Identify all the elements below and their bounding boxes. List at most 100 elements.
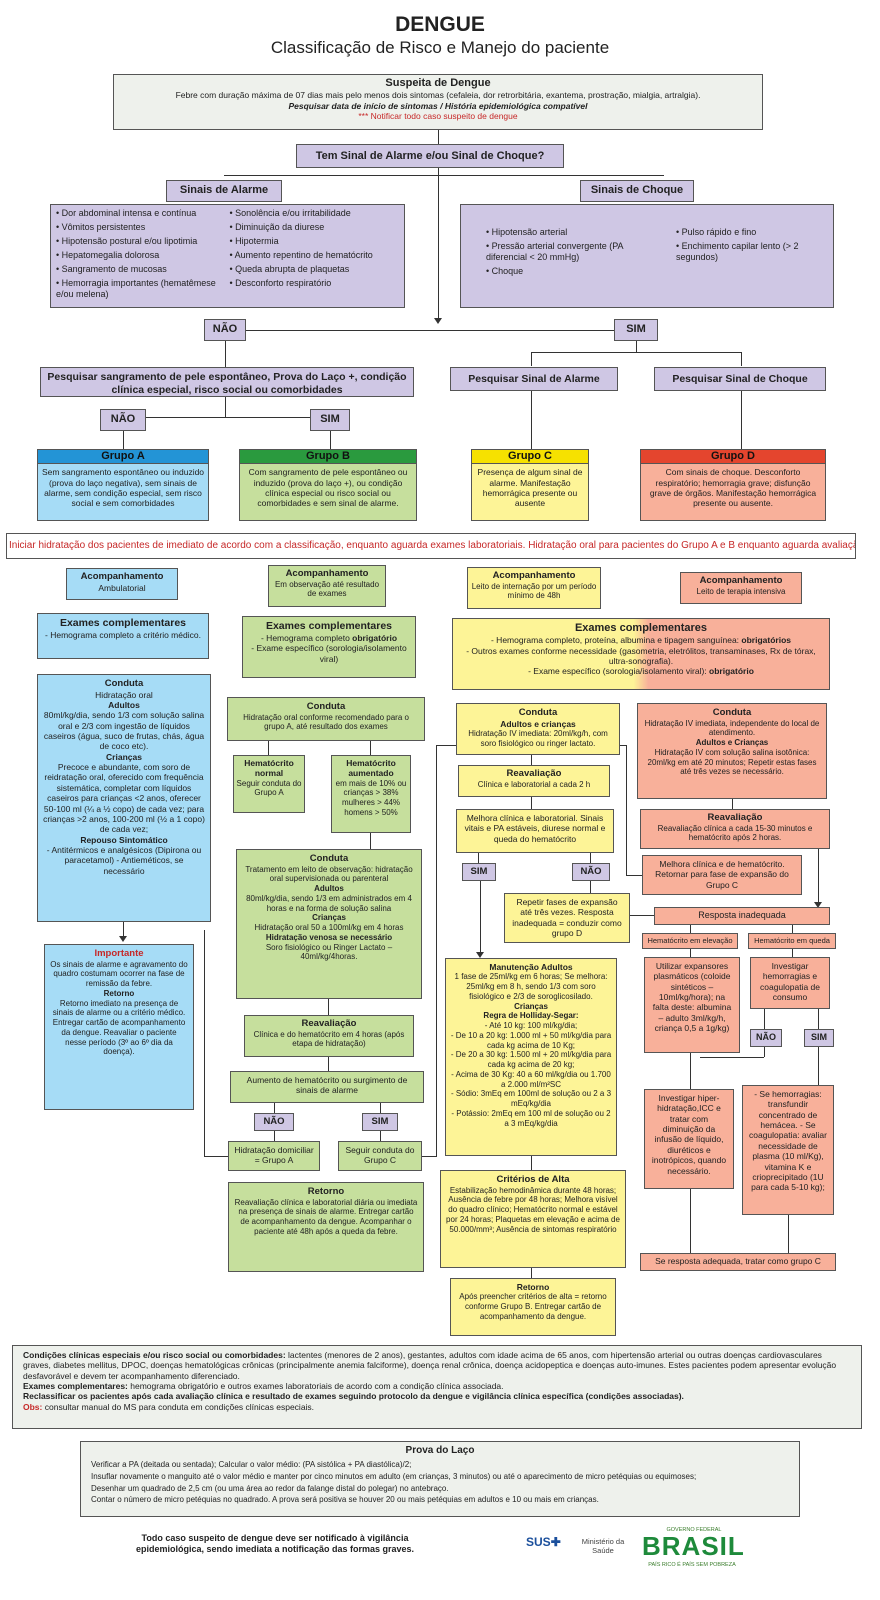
suspeita-box: Suspeita de Dengue Febre com duração máx… (113, 74, 763, 130)
manutencao-item: - De 10 a 20 kg: 1.000 ml + 50 ml/kg/dia… (450, 1030, 612, 1050)
conduta-d-h2: Adultos e Crianças (695, 738, 769, 748)
sinais-alarme-title: Sinais de Alarme (166, 180, 282, 202)
sinais-choque-box: Hipotensão arterialPressão arterial conv… (460, 204, 834, 308)
alarme-item: Queda abrupta de plaquetas (230, 264, 400, 275)
manutencao-title: Manutenção Adultos (489, 962, 573, 972)
choque-item: Hipotensão arterial (486, 227, 656, 238)
conduta-b-box: Conduta Hidratação oral conforme recomen… (227, 697, 425, 741)
seguir-c-box: Seguir conduta do Grupo C (338, 1141, 422, 1171)
conduta-c-t1: Hidratação IV imediata: 20ml/kg/h, com s… (468, 728, 608, 748)
criterios-alta-text: Estabilização hemodinâmica durante 48 ho… (446, 1185, 620, 1234)
nota3-bold: Reclassificar os pacientes após cada ava… (23, 1391, 684, 1402)
manutencao-item: - Acima de 30 Kg: 40 a 60 ml/kg/dia ou 1… (451, 1069, 611, 1089)
footer-note: Todo caso suspeito de dengue deve ser no… (135, 1533, 415, 1554)
conduta-d-t1: Hidratação IV imediata, independente do … (644, 718, 820, 738)
nao-d-label: NÃO (750, 1029, 782, 1047)
prova-laco-line: Insuflar novamente o manguito até o valo… (91, 1471, 697, 1481)
choque-item: Choque (486, 266, 656, 277)
exames-cd-title: Exames complementares (574, 622, 708, 634)
retorno-b-title: Retorno (307, 1186, 345, 1197)
brasil-logo: BRASIL (642, 1531, 745, 1561)
grupo-a-text: Sem sangramento espontâneo ou induzido (… (41, 467, 205, 509)
exames-a-text: - Hemograma completo a critério médico. (45, 629, 201, 640)
conduta-b2-t2: 80ml/kg/dia, sendo 1/3 em administrados … (246, 893, 412, 913)
manutencao-h3: Regra de Holliday-Segar: (483, 1011, 579, 1021)
conduta-a-h4: Repouso Sintomático (80, 834, 168, 845)
manutencao-t1: 1 fase de 25ml/kg em 6 horas; Se melhora… (454, 972, 608, 1001)
prova-laco-line: Desenhar um quadrado de 2,5 cm (ou uma á… (91, 1483, 449, 1493)
sus-text: SUS (526, 1535, 551, 1549)
pesquisar-choque-box: Pesquisar Sinal de Choque (654, 367, 826, 391)
grupo-c-title: Grupo C (472, 450, 588, 465)
question-box: Tem Sinal de Alarme e/ou Sinal de Choque… (296, 144, 564, 168)
acomp-a-text: Ambulatorial (98, 582, 146, 593)
sim-c-label: SIM (462, 863, 496, 881)
exames-b-l1-bold: obrigatório (352, 632, 398, 643)
exames-b-title: Exames complementares (265, 620, 393, 632)
exames-cd-l1: - Hemograma completo, proteína, albumina… (490, 635, 742, 646)
prova-laco-title: Prova do Laço (405, 1445, 475, 1456)
reav-d-text: Reavaliação clínica a cada 15-30 minutos… (657, 823, 813, 843)
melhora-c-box: Melhora clínica e laboratorial. Sinais v… (456, 809, 614, 853)
conduta-b-text: Hidratação oral conforme recomendado par… (243, 712, 409, 732)
prova-laco-line: Contar o número de micro petéquias no qu… (91, 1495, 599, 1505)
ht-normal-box: Hematócrito normal Seguir conduta do Gru… (233, 755, 305, 813)
conduta-a-box: Conduta Hidratação oral Adultos 80ml/kg/… (37, 674, 211, 922)
conduta-d-box: Conduta Hidratação IV imediata, independ… (637, 703, 827, 799)
conduta-a-h1: Hidratação oral (95, 689, 153, 700)
sus-cross-icon: ✚ (550, 1535, 561, 1549)
conduta-a-title: Conduta (104, 678, 144, 689)
retorno-c-title: Retorno (516, 1282, 550, 1292)
exames-a-box: Exames complementares - Hemograma comple… (37, 613, 209, 659)
suspeita-line3: *** Notificar todo caso suspeito de deng… (358, 111, 518, 122)
manutencao-item: - Sódio: 3mEq em 100ml de solução ou 2 a… (450, 1089, 612, 1109)
acomp-c-title: Acompanhamento (492, 570, 576, 581)
reav-d-title: Reavaliação (707, 812, 763, 823)
exames-cd-l3: - Exame específico (sorologia/isolamento… (528, 666, 710, 677)
alarme-list-1: Dor abdominal intensa e contínuaVômitos … (56, 208, 224, 303)
grupo-d-title: Grupo D (641, 450, 825, 465)
alarme-item: Aumento repentino de hematócrito (230, 250, 400, 261)
hidratacao-banner: Iniciar hidratação dos pacientes de imed… (6, 533, 856, 559)
pesquisar-alarme-box: Pesquisar Sinal de Alarme (450, 367, 618, 391)
sim-ab-label: SIM (310, 409, 350, 431)
acomp-d-text: Leito de terapia intensiva (696, 586, 786, 596)
se-hemorragias-box: - Se hemorragias: transfundir concentrad… (742, 1085, 834, 1215)
ht-normal-title: Hematócrito normal (244, 758, 294, 779)
alarme-item: Dor abdominal intensa e contínua (56, 208, 224, 219)
importante-t1: Os sinais de alarme e agravamento do qua… (50, 959, 188, 989)
reav-b-text: Clínica e do hematócrito em 4 horas (apó… (253, 1029, 405, 1049)
conduta-b2-t4: Soro fisiológico ou Ringer Lactato – 40m… (265, 942, 393, 962)
grupo-a-box: Grupo A Sem sangramento espontâneo ou in… (37, 449, 209, 521)
criterios-alta-title: Critérios de Alta (496, 1174, 570, 1185)
exames-cd-l1-bold: obrigatórios (741, 635, 791, 646)
choque-item: Enchimento capilar lento (> 2 segundos) (676, 241, 816, 263)
brasil-slogan: PAÍS RICO É PAÍS SEM POBREZA (648, 1562, 736, 1568)
acomp-b-text: Em observação até resultado de exames (274, 579, 380, 599)
resposta-inadequada-box: Resposta inadequada (654, 907, 830, 925)
grupo-d-box: Grupo D Com sinais de choque. Desconfort… (640, 449, 826, 521)
acomp-b-title: Acompanhamento (285, 568, 369, 579)
alarme-item: Sangramento de mucosas (56, 264, 224, 275)
alarme-item: Sonolência e/ou irritabilidade (230, 208, 400, 219)
choque-list-1: Hipotensão arterialPressão arterial conv… (486, 227, 656, 280)
grupo-b-box: Grupo B Com sangramento de pele espontân… (239, 449, 417, 521)
alarme-item: Hipotermia (230, 236, 400, 247)
nao-ab-label: NÃO (100, 409, 146, 431)
reav-c-text: Clínica e laboratorial a cada 2 h (477, 779, 591, 789)
sinais-alarme-box: Dor abdominal intensa e contínuaVômitos … (50, 204, 405, 308)
grupo-d-text: Com sinais de choque. Desconforto respir… (649, 467, 817, 509)
reav-c-box: Reavaliação Clínica e laboratorial a cad… (458, 765, 610, 797)
ministerio-logo: Ministério da Saúde (581, 1537, 625, 1556)
exames-b-l2: - Exame específico (sorologia/isolamento… (251, 643, 407, 664)
nota1-bold: Condições clínicas especiais e/ou risco … (23, 1350, 286, 1360)
suspeita-line2: Pesquisar data de início de sintomas / H… (288, 100, 588, 111)
conduta-a-t3: Precoce e abundante, com soro de reidrat… (43, 762, 205, 835)
importante-a-box: Importante Os sinais de alarme e agravam… (44, 944, 194, 1110)
nao-main-label: NÃO (204, 319, 246, 341)
manutencao-items: - Até 10 kg: 100 ml/kg/dia;- De 10 a 20 … (450, 1021, 612, 1128)
retorno-c-text: Após preencher critérios de alta = retor… (459, 1292, 607, 1321)
gov-label: GOVERNO FEDERAL (666, 1527, 722, 1533)
ht-aumentado-title: Hematócrito aumentado (346, 758, 396, 779)
manutencao-box: Manutenção Adultos 1 fase de 25ml/kg em … (445, 958, 617, 1156)
